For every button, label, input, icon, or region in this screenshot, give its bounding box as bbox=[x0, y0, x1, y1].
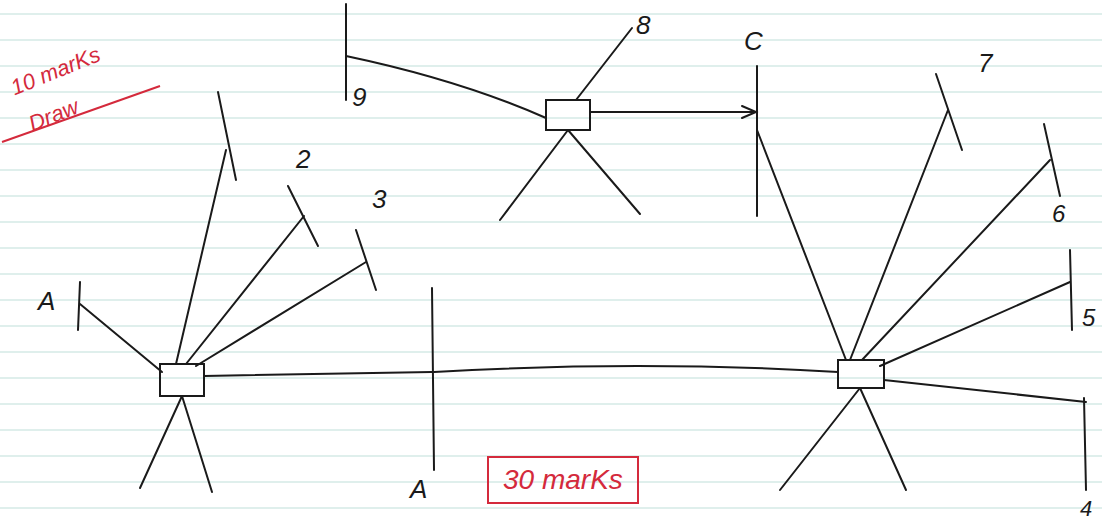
callout-label: 2 bbox=[296, 146, 310, 172]
callout-label: 4 bbox=[1080, 498, 1092, 520]
callout-label: Draw bbox=[26, 96, 82, 136]
callout-label: 5 bbox=[1082, 306, 1095, 330]
marks-box: 30 marKs bbox=[487, 456, 639, 504]
callout-label: 8 bbox=[636, 12, 650, 38]
callout-label: 3 bbox=[372, 186, 386, 212]
callout-label: C bbox=[744, 28, 763, 54]
callout-label: 10 marKs bbox=[8, 44, 104, 100]
callout-label: A bbox=[410, 476, 427, 502]
callout-label: 6 bbox=[1052, 202, 1065, 226]
callout-label: 7 bbox=[978, 50, 992, 76]
instruments-and-staffs bbox=[78, 4, 1086, 492]
callout-label: 9 bbox=[352, 84, 366, 110]
paper-rules bbox=[0, 14, 1102, 508]
marks-text: 30 marKs bbox=[503, 466, 623, 494]
callout-label: A bbox=[38, 288, 55, 314]
